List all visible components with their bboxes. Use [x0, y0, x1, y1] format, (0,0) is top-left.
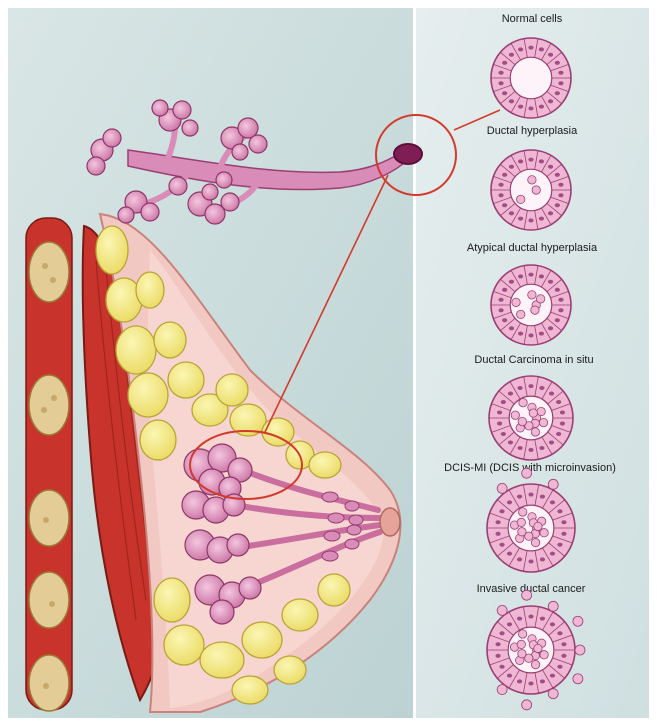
rib: [29, 375, 69, 435]
nipple: [380, 508, 400, 536]
stage-label: Ductal Carcinoma in situ: [474, 354, 593, 366]
duct-cross-section-dcis: [489, 376, 573, 460]
rib: [29, 242, 69, 302]
stage-label: Atypical ductal hyperplasia: [467, 242, 598, 254]
rib-column: [26, 218, 72, 711]
duct-cross-section-hyperplasia: [491, 150, 571, 230]
rib: [29, 490, 69, 546]
stage-label: Ductal hyperplasia: [487, 125, 578, 137]
stage-label: Normal cells: [502, 13, 563, 25]
rib: [29, 655, 69, 711]
duct-cross-section-atypical: [491, 265, 571, 345]
duct-cross-section-normal: [491, 38, 571, 118]
rib: [29, 572, 69, 628]
duct-opening: [394, 144, 422, 164]
